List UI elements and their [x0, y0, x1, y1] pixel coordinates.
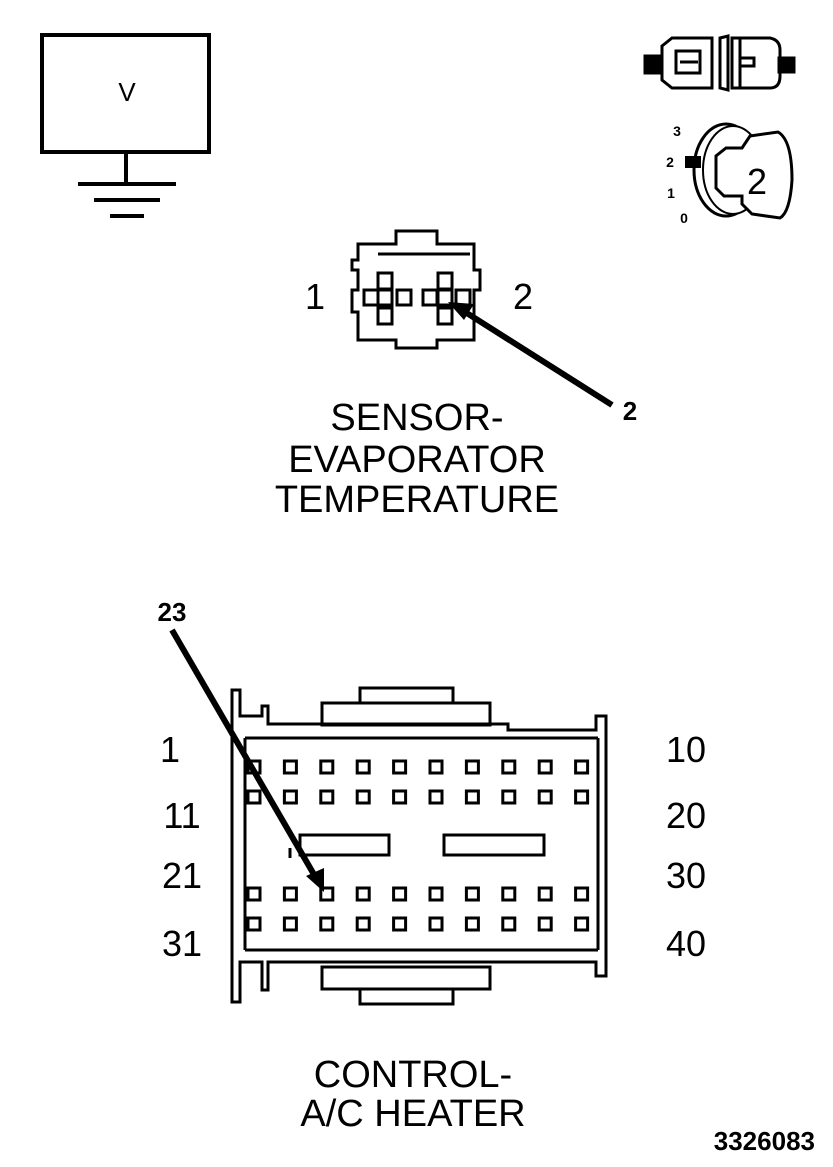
- control-module-connector: [230, 686, 608, 1006]
- module-row-1-left-label: 1: [160, 729, 180, 770]
- module-pin-cavity-27: [464, 886, 480, 902]
- module-pin-cavity-15: [392, 789, 408, 805]
- sensor-callout-label: 2: [623, 396, 637, 426]
- key-scale-3: 3: [673, 123, 681, 139]
- module-title-line-1: CONTROL-: [314, 1054, 512, 1096]
- module-pin-cavity-9: [537, 759, 553, 775]
- module-pin-cavity-40: [574, 916, 590, 932]
- module-pin-cavity-11: [246, 789, 262, 805]
- key-scale-1: 1: [667, 185, 675, 201]
- module-pin-cavity-33: [319, 916, 335, 932]
- voltmeter-icon: V: [40, 33, 211, 218]
- module-pin-cavity-6: [428, 759, 444, 775]
- module-pin-cavity-20: [574, 789, 590, 805]
- module-pin-cavity-39: [537, 916, 553, 932]
- module-pin-cavity-38: [501, 916, 517, 932]
- key-scale-2: 2: [666, 154, 674, 170]
- module-pin-cavity-19: [537, 789, 553, 805]
- module-pin-cavity-37: [464, 916, 480, 932]
- module-pin-cavity-35: [392, 916, 408, 932]
- module-pin-cavity-18: [501, 789, 517, 805]
- module-row-2-left-label: 11: [163, 795, 200, 836]
- module-row-3-left-label: 21: [162, 855, 202, 896]
- module-pin-cavity-2: [282, 759, 298, 775]
- module-pin-cavity-31: [246, 916, 262, 932]
- module-pin-cavity-29: [537, 886, 553, 902]
- sensor-title-line-1: SENSOR-: [330, 397, 503, 439]
- module-pin-grid: [246, 759, 590, 932]
- module-pin-cavity-34: [355, 916, 371, 932]
- module-pin-cavity-22: [282, 886, 298, 902]
- module-pin-cavity-16: [428, 789, 444, 805]
- module-row-1-right-label: 10: [666, 729, 706, 770]
- module-callout-label: 23: [158, 597, 187, 627]
- module-pin-cavity-8: [501, 759, 517, 775]
- module-pin-cavity-7: [464, 759, 480, 775]
- figure-number: 3326083: [714, 1126, 815, 1156]
- module-pin-cavity-5: [392, 759, 408, 775]
- key-position-value: 2: [747, 161, 767, 202]
- ignition-key-icon: 3 2 1 0 2: [666, 122, 794, 226]
- module-pin-cavity-17: [464, 789, 480, 805]
- module-pin-cavity-28: [501, 886, 517, 902]
- module-pin-cavity-24: [355, 886, 371, 902]
- module-row-4-left-label: 31: [162, 923, 202, 964]
- module-row-4-right-label: 40: [666, 923, 706, 964]
- module-pin-cavity-30: [574, 886, 590, 902]
- sensor-connector: [350, 229, 482, 350]
- module-pin-cavity-23: [319, 886, 335, 902]
- module-pin-cavity-13: [319, 789, 335, 805]
- sensor-pin-1-label: 1: [305, 276, 325, 317]
- voltmeter-symbol: V: [118, 77, 136, 107]
- module-pin-cavity-12: [282, 789, 298, 805]
- key-scale-0: 0: [680, 210, 688, 226]
- module-pin-cavity-10: [574, 759, 590, 775]
- module-title-line-2: A/C HEATER: [300, 1093, 525, 1135]
- sensor-pin-2-label: 2: [513, 276, 533, 317]
- module-pin-cavity-21: [246, 886, 262, 902]
- module-callout-arrow: [169, 628, 324, 892]
- sensor-title-line-2: EVAPORATOR: [288, 439, 546, 481]
- module-pin-cavity-14: [355, 789, 371, 805]
- module-row-3-right-label: 30: [666, 855, 706, 896]
- disconnect-connector-icon: [643, 34, 796, 92]
- module-pin-cavity-3: [319, 759, 335, 775]
- module-pin-cavity-32: [282, 916, 298, 932]
- module-row-2-right-label: 20: [666, 795, 706, 836]
- sensor-callout-arrow: [448, 302, 614, 408]
- module-pin-cavity-36: [428, 916, 444, 932]
- module-pin-cavity-4: [355, 759, 371, 775]
- module-pin-cavity-26: [428, 886, 444, 902]
- module-pin-cavity-25: [392, 886, 408, 902]
- sensor-title-line-3: TEMPERATURE: [275, 479, 559, 521]
